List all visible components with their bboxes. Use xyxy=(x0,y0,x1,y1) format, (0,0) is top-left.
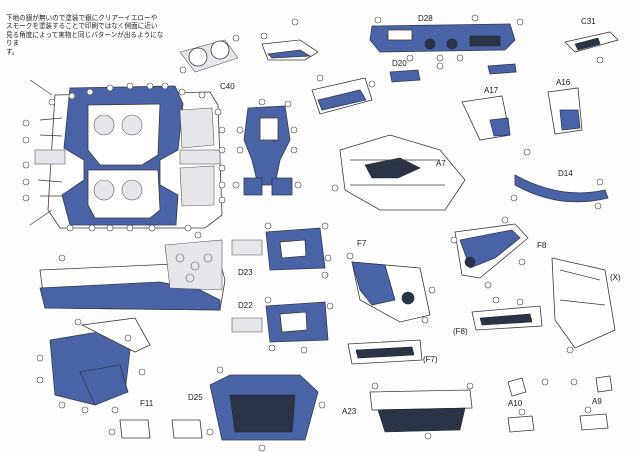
label-f8: F8 xyxy=(537,241,547,250)
f11-tabs xyxy=(108,419,214,439)
f7-mirror-part xyxy=(347,339,423,365)
label-a23: A23 xyxy=(342,407,357,416)
label-c40: C40 xyxy=(220,82,235,91)
d22-part xyxy=(231,296,334,354)
d20-part xyxy=(389,62,517,83)
note-line-3: 見る角度によって実物と同じパターンが出るようになりま xyxy=(6,30,164,48)
a16-part xyxy=(547,87,583,135)
label-a16: A16 xyxy=(556,78,571,87)
c31-part xyxy=(564,31,619,64)
spine-part xyxy=(232,98,302,196)
f7-part xyxy=(346,252,436,324)
note-line-2: スモークを塗装することで印刷ではなく側面に近い xyxy=(6,22,158,31)
label-d23: D23 xyxy=(238,268,253,277)
note-line-4: す。 xyxy=(6,47,19,56)
f8-part xyxy=(450,216,529,289)
label-d20: D20 xyxy=(392,59,407,68)
note-line-1: 下地の銀が無いので塗装で銀にクリアーイエローや xyxy=(6,14,158,22)
c40-part xyxy=(179,34,240,74)
label-f11: F11 xyxy=(140,399,154,408)
label-a9: A9 xyxy=(592,397,602,406)
sidepod-part xyxy=(39,231,226,311)
f8-mirror-part xyxy=(471,296,543,331)
a23-part xyxy=(369,382,474,440)
engine-cover-part xyxy=(311,74,376,115)
label-x-paren: (X) xyxy=(610,273,621,282)
label-f7: F7 xyxy=(357,239,367,248)
label-d22: D22 xyxy=(238,301,253,310)
windscreen-part xyxy=(551,257,616,354)
undertray-callouts xyxy=(22,82,226,232)
label-d28: D28 xyxy=(418,14,433,23)
d28-part xyxy=(369,14,524,62)
label-f8-paren: (F8) xyxy=(453,327,468,336)
label-a10: A10 xyxy=(508,399,523,408)
a9-part xyxy=(570,375,613,431)
paint-note: 下地の銀が無いので塗装で銀にクリアーイエローや スモークを塗装することで印刷では… xyxy=(6,14,168,56)
label-a7: A7 xyxy=(436,159,446,168)
label-d25: D25 xyxy=(188,393,203,402)
undertray-assembly xyxy=(29,79,223,229)
label-c31: C31 xyxy=(581,17,596,26)
label-f7-paren: (F7) xyxy=(423,355,438,364)
bracket-part-top xyxy=(260,18,319,61)
a17-part xyxy=(461,95,511,141)
label-a17: A17 xyxy=(484,86,499,95)
d23-part xyxy=(231,222,332,279)
d14-part xyxy=(510,148,609,210)
label-d14: D14 xyxy=(558,169,573,178)
f11-part xyxy=(36,317,151,414)
a7-part xyxy=(331,134,466,211)
a10-part xyxy=(507,377,549,433)
d25-part xyxy=(209,366,326,452)
